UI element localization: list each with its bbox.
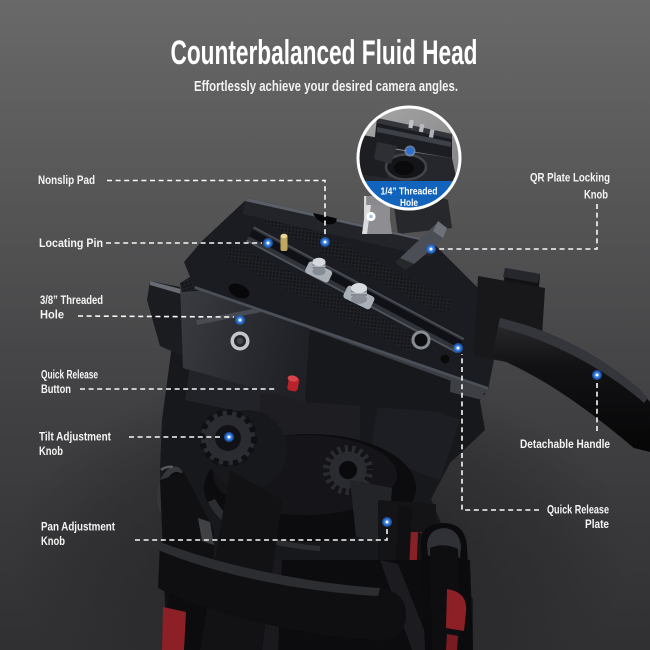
svg-text:1/4” Threaded: 1/4” Threaded bbox=[381, 186, 438, 198]
svg-text:QR Plate Locking: QR Plate Locking bbox=[530, 171, 610, 185]
svg-text:Quick Release: Quick Release bbox=[547, 503, 609, 517]
svg-text:Pan Adjustment: Pan Adjustment bbox=[41, 520, 115, 534]
svg-text:Locating Pin: Locating Pin bbox=[39, 236, 103, 250]
svg-text:Knob: Knob bbox=[41, 534, 65, 548]
svg-text:Button: Button bbox=[41, 382, 71, 396]
svg-text:Detachable Handle: Detachable Handle bbox=[520, 437, 610, 451]
svg-text:Plate: Plate bbox=[585, 517, 609, 531]
svg-text:Tilt Adjustment: Tilt Adjustment bbox=[39, 430, 111, 444]
svg-text:Quick Release: Quick Release bbox=[41, 368, 98, 382]
svg-text:Knob: Knob bbox=[584, 188, 608, 202]
svg-text:Knob: Knob bbox=[39, 444, 63, 458]
svg-text:Hole: Hole bbox=[40, 308, 64, 322]
svg-text:Nonslip Pad: Nonslip Pad bbox=[38, 173, 95, 187]
svg-text:Effortlessly achieve your desi: Effortlessly achieve your desired camera… bbox=[194, 78, 458, 95]
svg-text:Hole: Hole bbox=[400, 197, 418, 209]
svg-text:Counterbalanced Fluid Head: Counterbalanced Fluid Head bbox=[171, 34, 478, 72]
svg-text:3/8” Threaded: 3/8” Threaded bbox=[40, 293, 103, 307]
